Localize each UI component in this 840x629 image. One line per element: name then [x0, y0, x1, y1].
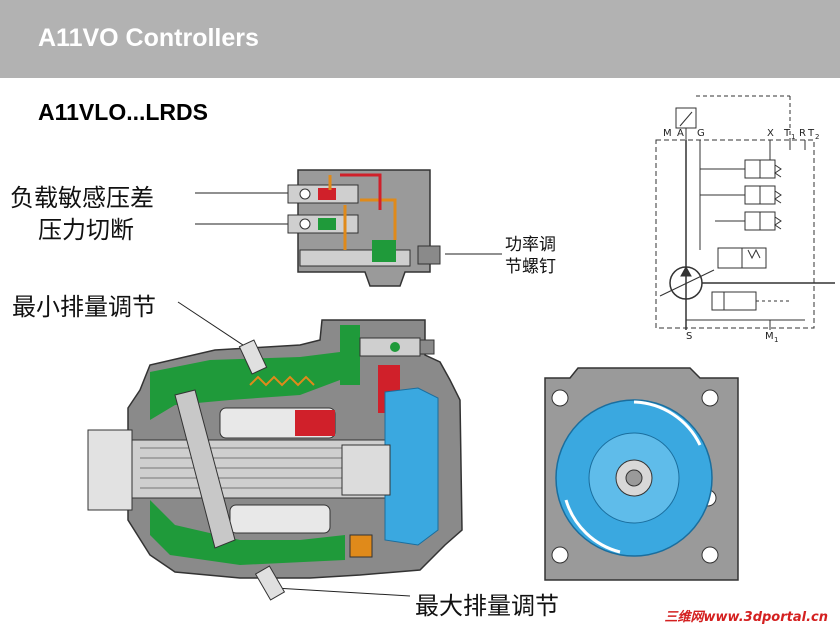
control-piston-red [295, 410, 335, 436]
orange-bearing [349, 534, 373, 558]
label-pressure-cutoff: 压力切断 [38, 216, 134, 244]
oil-cavity-top [150, 352, 340, 420]
valve-plate [384, 387, 439, 546]
port-label: S [686, 331, 692, 342]
watermark: 三维网www.3dportal.cn [664, 610, 828, 625]
port-label: M [663, 128, 672, 139]
port-label: 2 [815, 133, 819, 141]
leader-max-displacement [274, 587, 411, 597]
swash-plate [174, 389, 236, 549]
port-label: A [677, 128, 684, 139]
schematic-port-labels: M A G X T 1 R T 2 S M 1 [663, 128, 819, 344]
schematic-cylinder [711, 291, 757, 311]
port-label: M [765, 331, 774, 342]
port-label: T [807, 128, 815, 139]
port-label: R [799, 128, 806, 139]
label-power-adjust-screw-line1: 功率调 [505, 235, 556, 255]
label-max-displacement: 最大排量调节 [415, 592, 559, 620]
cylinder-block [341, 444, 391, 496]
max-displacement-screw [254, 565, 286, 601]
label-power-adjust-screw-line2: 节螺钉 [505, 257, 556, 277]
schematic-frame [655, 139, 815, 329]
min-displacement-screw [238, 339, 268, 375]
label-power-adjust-screw: 功率调 节螺钉 [505, 234, 556, 278]
piston-lower [229, 504, 331, 534]
controller-model-title: A11VLO...LRDS [38, 99, 208, 125]
slide-header: A11VO Controllers [0, 0, 840, 78]
label-min-displacement: 最小排量调节 [12, 293, 156, 321]
spring [249, 375, 315, 387]
port-label: G [697, 128, 705, 139]
port-label: 1 [774, 336, 778, 344]
shaft-spline [87, 429, 133, 511]
port-label: T [783, 128, 791, 139]
control-valve-block [287, 169, 441, 287]
pump-cross-section [87, 319, 463, 601]
port-label: X [767, 128, 774, 139]
hydraulic-schematic [655, 95, 835, 330]
label-load-sensing: 负载敏感压差 [10, 184, 154, 212]
oil-channel [340, 325, 360, 385]
port-label: 1 [791, 133, 795, 141]
slide-title: A11VO Controllers [38, 24, 259, 52]
pump-front-view [544, 367, 739, 581]
schematic-orifice [675, 107, 697, 129]
oil-cavity-bottom [150, 500, 345, 565]
